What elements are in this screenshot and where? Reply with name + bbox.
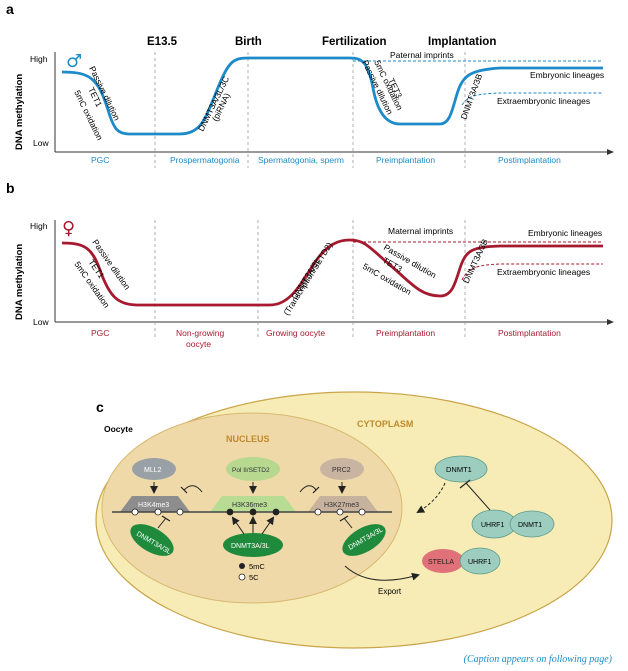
h3k36me3-label: H3K36me3: [232, 502, 267, 509]
embryonic-lineages-b: Embryonic lineages: [528, 228, 602, 238]
stella-label: STELLA: [428, 559, 454, 566]
legend-5mc: 5mC: [249, 562, 265, 571]
dnmt-right-blob: [342, 524, 386, 556]
extraembryonic-lineages-b: Extraembryonic lineages: [497, 267, 590, 277]
phase-preimplantation-b: Preimplantation: [376, 328, 435, 338]
y-axis-title-b: DNA methylation: [14, 244, 25, 320]
y-low-b: Low: [33, 317, 49, 327]
uhrf1-b-blob: [459, 547, 501, 575]
dnmt-mid-blob: [223, 533, 283, 557]
transcription-b: (Transcription/SETD2): [281, 240, 334, 317]
y-high-b: High: [30, 221, 48, 231]
prc2-label: PRC2: [332, 467, 351, 474]
panel-c: c Oocyte NUCLEUS CYTOPLASM MLL2 Pol II/S…: [95, 391, 613, 649]
stage-implantation: Implantation: [428, 36, 496, 48]
pol2-label: Pol II/SETD2: [232, 467, 270, 474]
paternal-imprints: Paternal imprints: [390, 50, 454, 60]
legend-5mc-dot: [239, 563, 245, 569]
male-symbol: ♂: [66, 51, 82, 72]
prc2-blob: [320, 458, 364, 480]
dnmt1-dashed-arrow: [416, 482, 446, 514]
stage-birth: Birth: [235, 36, 262, 48]
dnmt-mid-label: DNMT3A/3L: [231, 543, 270, 550]
phase-prospermatogonia: Prospermatogonia: [170, 155, 240, 165]
y-low-a: Low: [33, 138, 49, 148]
legend-5c-dot: [238, 573, 246, 581]
dnmt1-top-blob: [434, 455, 488, 483]
phase-growing-oocyte: Growing oocyte: [266, 328, 325, 338]
methylation-curve-female: [61, 238, 603, 307]
stella-blob: [422, 549, 464, 573]
stage-fertilization: Fertilization: [322, 36, 387, 48]
phase-preimplantation-a: Preimplantation: [376, 155, 435, 165]
phase-pgc-b: PGC: [91, 328, 109, 338]
uhrf1-b-label: UHRF1: [468, 559, 491, 566]
phase-spermatogonia: Spermatogonia, sperm: [258, 155, 344, 165]
h3k27me3-block: [308, 496, 378, 512]
phase-oocyte: oocyte: [186, 339, 211, 349]
panel-a: a E13.5 Birth Fertilization Implantation…: [6, 1, 614, 168]
h3k4me3-block: [120, 496, 190, 512]
cytoplasm-label: CYTOPLASM: [357, 419, 413, 429]
maternal-imprints: Maternal imprints: [388, 226, 453, 236]
female-symbol: ♀: [62, 218, 75, 239]
panel-a-label: a: [6, 1, 14, 17]
phase-non-growing: Non-growing: [176, 328, 224, 338]
export-arrow: [344, 565, 420, 581]
y-axis-title-a: DNA methylation: [14, 74, 25, 150]
oocyte-label: Oocyte: [104, 424, 133, 434]
legend-5c: 5C: [249, 573, 259, 582]
extraembryonic-lineages-a: Extraembryonic lineages: [497, 96, 590, 106]
export-label: Export: [378, 587, 402, 596]
panel-b: b High Low DNA methylation ♀ Passive dil…: [6, 180, 614, 349]
uhrf1-label: UHRF1: [481, 522, 504, 529]
pol2-blob: [226, 457, 280, 481]
y-high-a: High: [30, 54, 48, 64]
mll2-blob: [132, 458, 176, 480]
panel-b-label: b: [6, 180, 15, 196]
dnmt1-label: DNMT1: [518, 522, 542, 529]
phase-postimplantation-b: Postimplantation: [498, 328, 561, 338]
stage-e13-5: E13.5: [147, 36, 178, 48]
h3k36me3-block: [210, 496, 296, 512]
methylation-curve-male: [61, 56, 603, 136]
phase-pgc-a: PGC: [91, 155, 109, 165]
caption-note: (Caption appears on following page): [463, 654, 612, 665]
phase-postimplantation-a: Postimplantation: [498, 155, 561, 165]
nucleus-label: NUCLEUS: [226, 434, 270, 444]
dnmt1-top-label: DNMT1: [446, 465, 472, 474]
embryonic-lineages-a: Embryonic lineages: [530, 70, 604, 80]
h3k27me3-label: H3K27me3: [324, 502, 359, 509]
dnmt-left-blob: [130, 524, 174, 556]
dnmt3ab-a: DNMT3A/3B: [458, 72, 484, 121]
mll2-label: MLL2: [144, 467, 162, 474]
dnmt1-blob: [509, 510, 555, 538]
panel-c-label: c: [96, 399, 104, 415]
h3k4me3-label: H3K4me3: [138, 502, 169, 509]
